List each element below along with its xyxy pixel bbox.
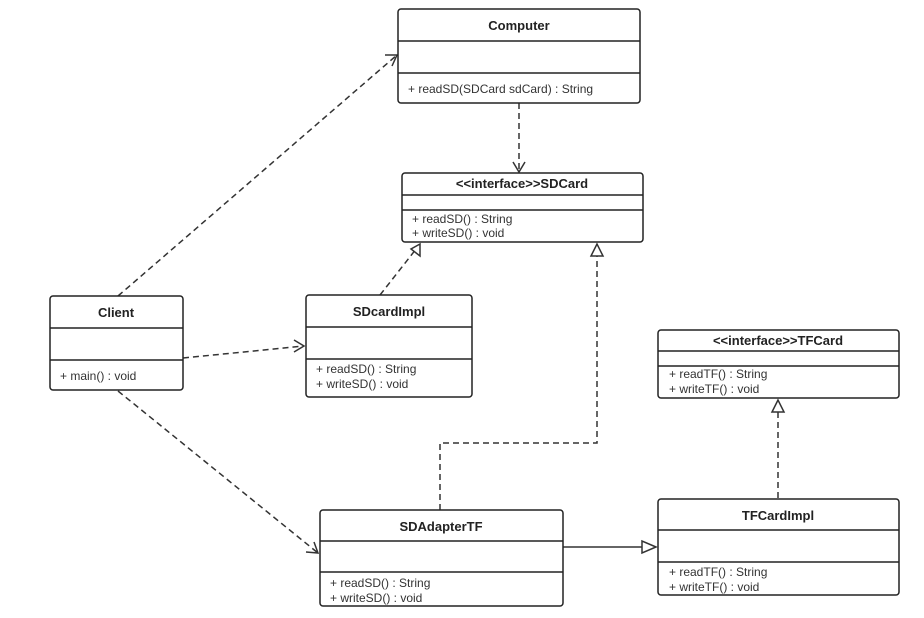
- class-name: <<interface>>SDCard: [456, 176, 588, 191]
- realization-head-sdcardimpl: [409, 242, 421, 258]
- client-computer-dependency: [117, 54, 398, 297]
- class-member: + writeTF() : void: [669, 382, 759, 396]
- class-computer[interactable]: Computer + readSD(SDCard sdCard) : Strin…: [397, 8, 641, 104]
- client-sdadaptertf-dependency: [117, 390, 319, 554]
- class-member: + main() : void: [60, 369, 136, 383]
- realization-head-sdadaptertf: [589, 242, 605, 257]
- connectors: [117, 54, 779, 554]
- arrow-heads: [293, 54, 786, 555]
- class-sdcard-interface[interactable]: <<interface>>SDCard + readSD() : String …: [401, 172, 644, 243]
- class-member: + writeSD() : void: [412, 226, 504, 240]
- open-arrow-head-computer: [385, 54, 399, 67]
- class-member: + writeSD() : void: [330, 591, 422, 605]
- client-sdcardimpl-dependency: [182, 345, 305, 359]
- open-arrow-head-sdadaptertf: [305, 541, 320, 554]
- class-member: + readTF() : String: [669, 367, 767, 381]
- class-sdadaptertf[interactable]: SDAdapterTF + readSD() : String + writeS…: [319, 509, 564, 607]
- class-name: Client: [98, 305, 135, 320]
- class-sdcardimpl[interactable]: SDcardImpl + readSD() : String + writeSD…: [305, 294, 473, 398]
- open-arrow-head-sdcard: [512, 161, 526, 174]
- class-tfcardimpl[interactable]: TFCardImpl + readTF() : String + writeTF…: [657, 498, 900, 596]
- class-member: + readSD() : String: [316, 362, 416, 376]
- class-member: + readSD(SDCard sdCard) : String: [408, 82, 593, 96]
- class-tfcard-interface[interactable]: <<interface>>TFCard + readTF() : String …: [657, 329, 900, 399]
- class-member: + readTF() : String: [669, 565, 767, 579]
- class-client[interactable]: Client + main() : void: [49, 295, 184, 391]
- class-name: SDAdapterTF: [399, 519, 482, 534]
- class-member: + readSD() : String: [330, 576, 430, 590]
- class-member: + readSD() : String: [412, 212, 512, 226]
- inheritance-head-tfcardimpl: [641, 539, 658, 555]
- class-member: + writeSD() : void: [316, 377, 408, 391]
- realization-head-tfcardimpl: [770, 398, 786, 413]
- open-arrow-head-sdcardimpl: [293, 339, 306, 353]
- class-member: + writeTF() : void: [669, 580, 759, 594]
- class-name: <<interface>>TFCard: [713, 333, 843, 348]
- class-name: TFCardImpl: [742, 508, 814, 523]
- class-name: SDcardImpl: [353, 304, 425, 319]
- sdadaptertf-sdcard-realization: [439, 244, 598, 510]
- sdcardimpl-sdcard-realization: [379, 243, 421, 296]
- class-name: Computer: [488, 18, 549, 33]
